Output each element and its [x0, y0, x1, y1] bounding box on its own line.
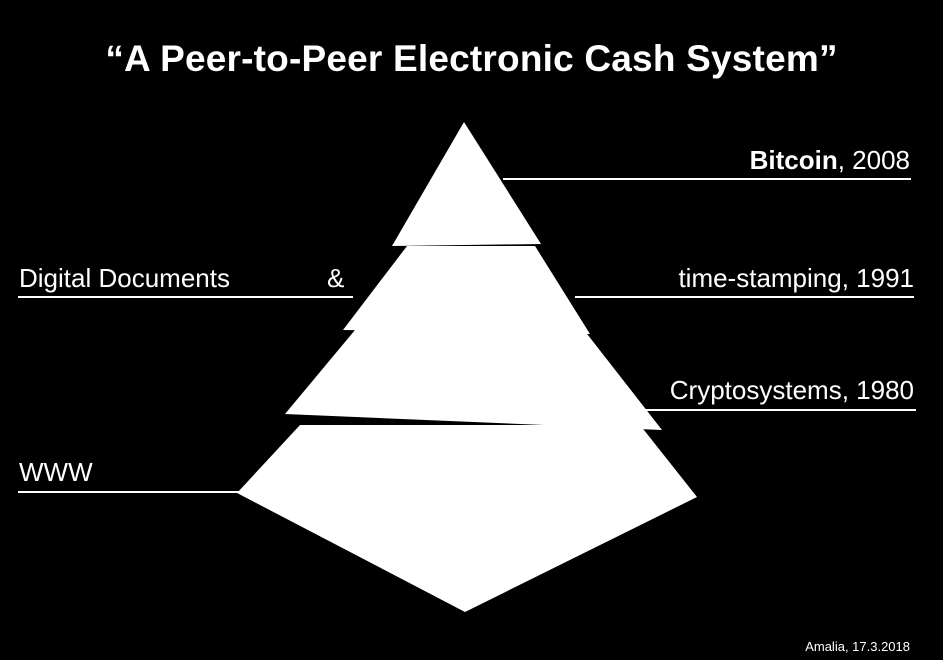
bitcoin-connector-line	[503, 178, 911, 180]
author-date-credit: Amalia, 17.3.2018	[805, 639, 910, 654]
bitcoin-name: Bitcoin	[749, 145, 838, 175]
pyramid-second-tier	[343, 246, 590, 334]
cryptosystems-connector-line	[634, 409, 916, 411]
pyramid-base-tier	[237, 425, 697, 612]
digital-documents-label: Digital Documents	[19, 263, 230, 293]
timestamping-label: time-stamping, 1991	[678, 263, 914, 293]
bitcoin-label: Bitcoin, 2008	[750, 147, 910, 173]
timestamping-connector-line	[575, 296, 914, 298]
slide-title: “A Peer-to-Peer Electronic Cash System”	[105, 38, 838, 79]
bitcoin-year: , 2008	[837, 145, 910, 175]
www-label: WWW	[19, 457, 93, 487]
digital-documents-connector-line	[18, 296, 353, 298]
cryptosystems-label: Cryptosystems, 1980	[669, 375, 914, 405]
ampersand-label: &	[327, 263, 345, 293]
pyramid-third-tier	[285, 330, 662, 430]
www-connector-line	[18, 491, 240, 493]
pyramid-top-tier	[392, 122, 541, 246]
